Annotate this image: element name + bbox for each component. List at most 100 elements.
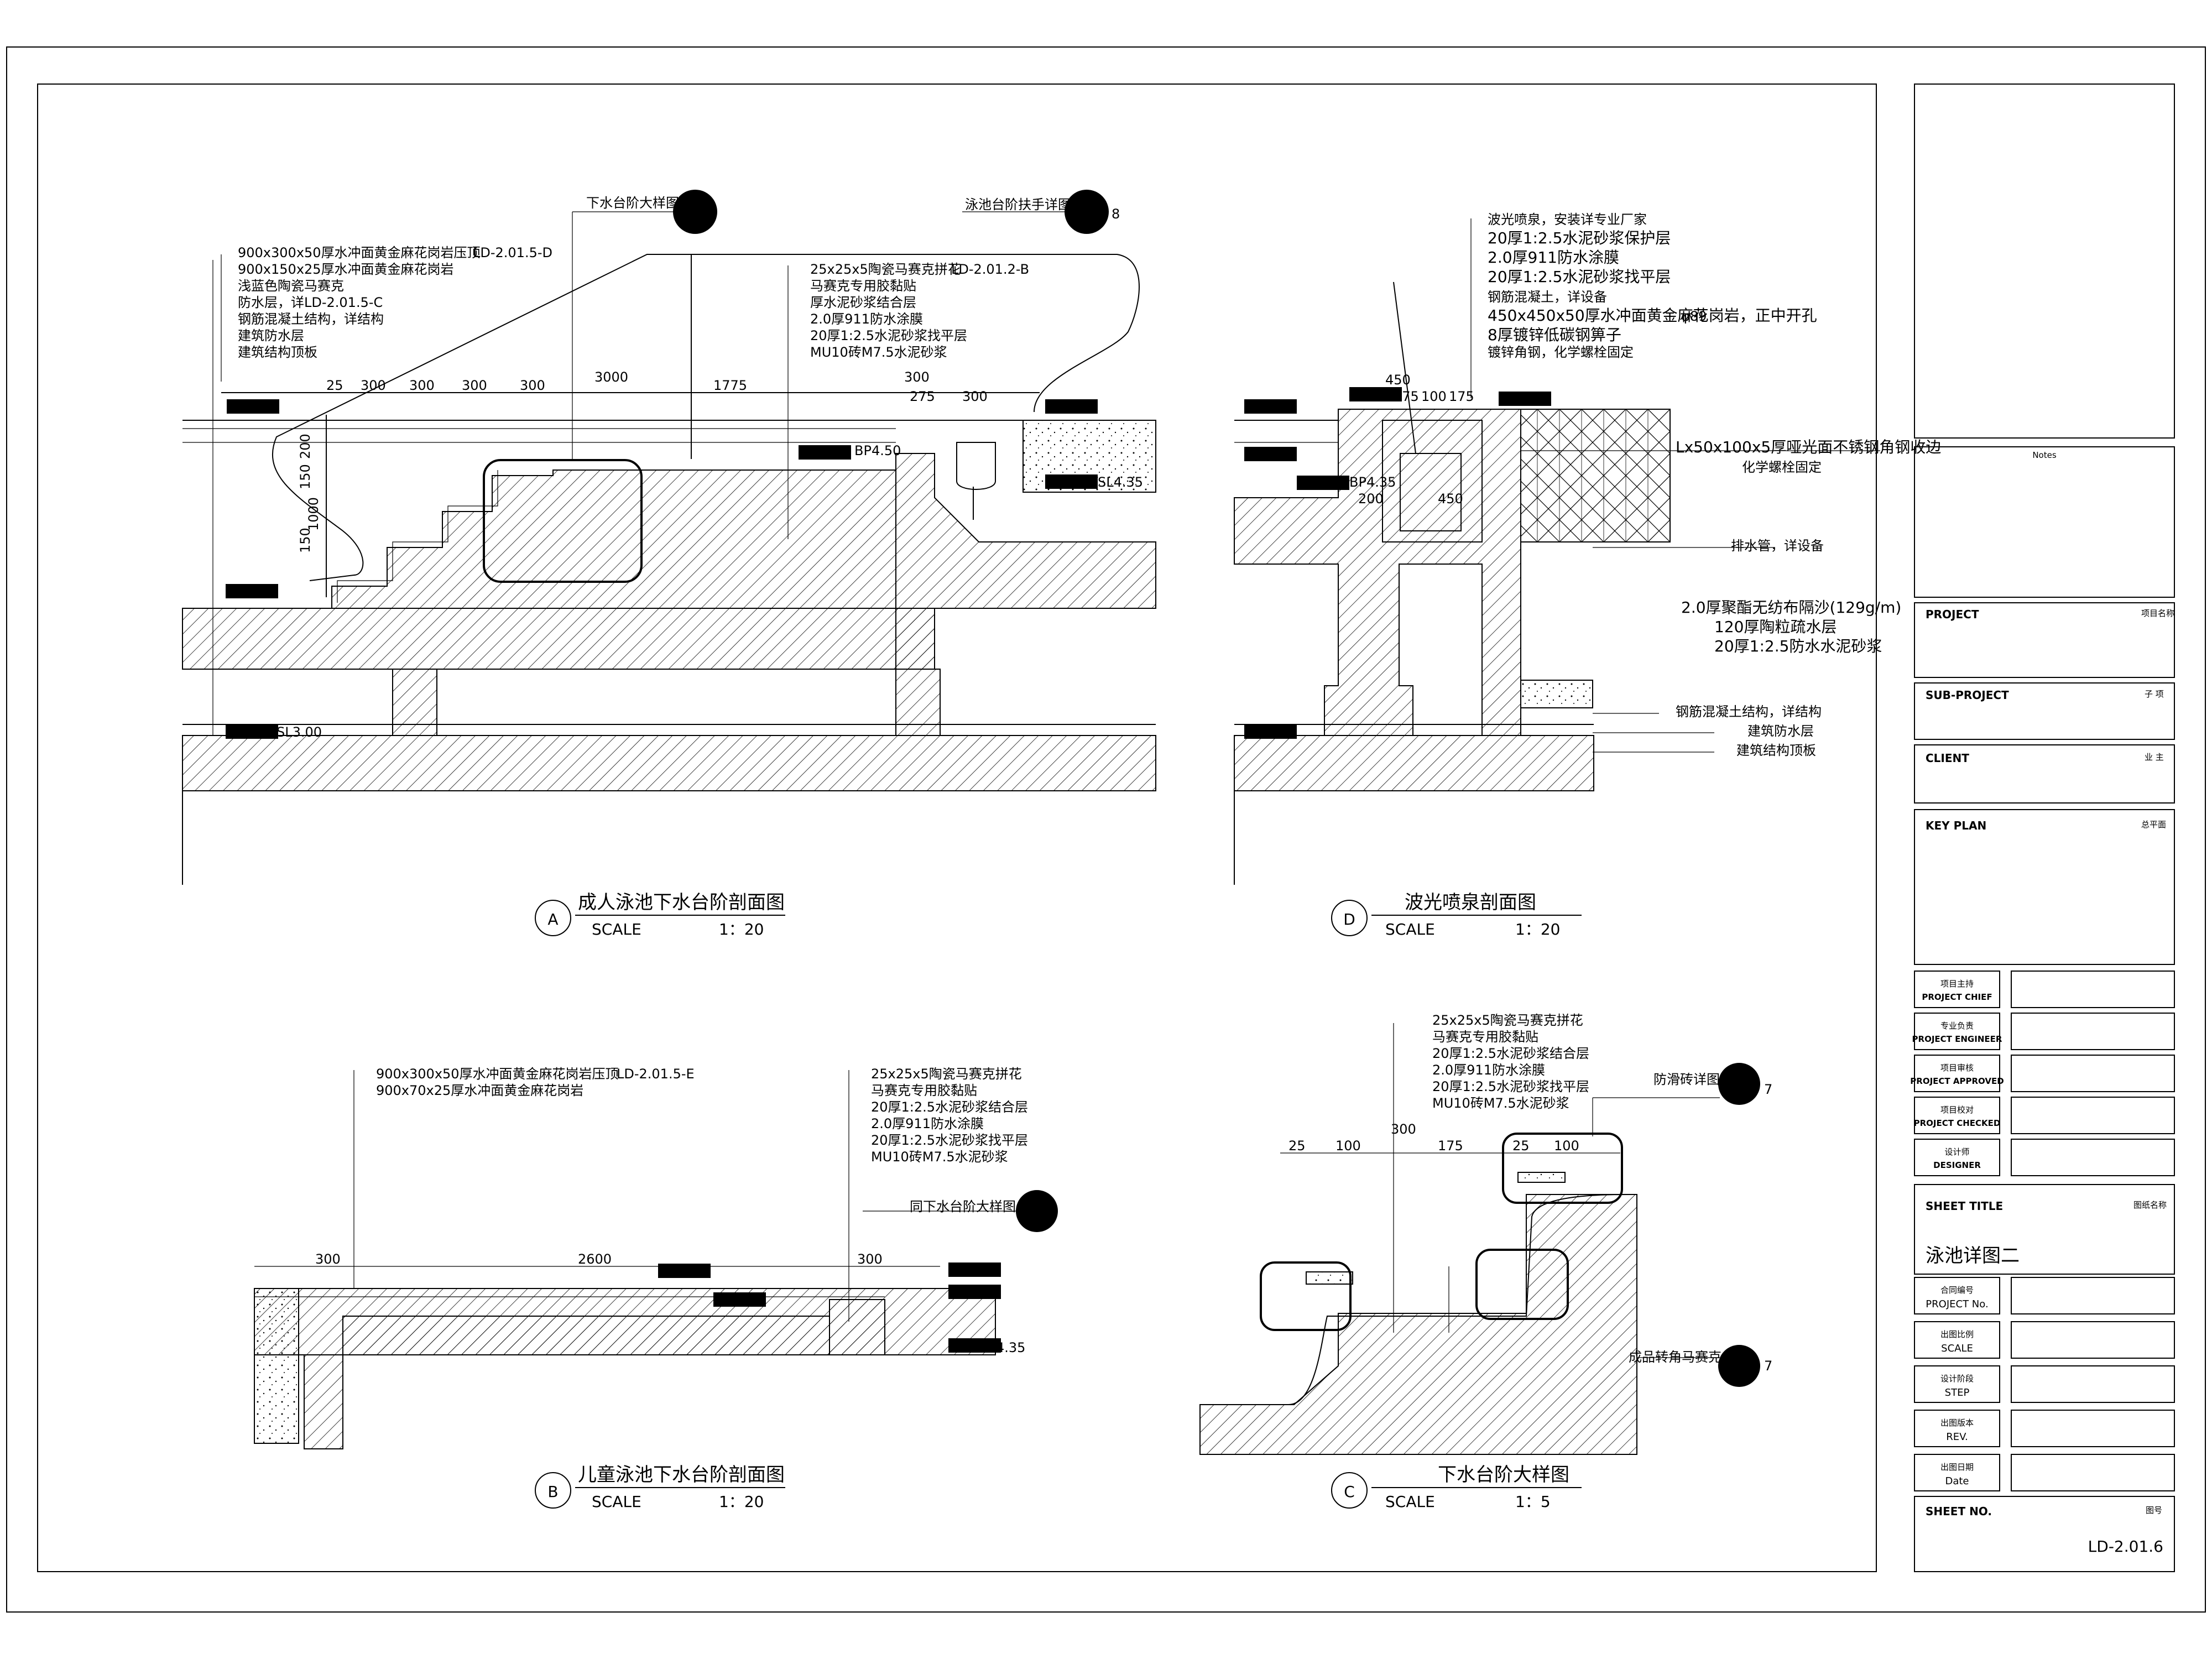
- svg-text:化学螺栓固定: 化学螺栓固定: [1742, 460, 1822, 475]
- svg-text:450: 450: [1385, 372, 1411, 388]
- svg-text:下水台阶大样图: 下水台阶大样图: [586, 195, 679, 211]
- role-rows: 项目主持 PROJECT CHIEF 专业负责 PROJECT ENGINEER…: [1910, 971, 2175, 1176]
- svg-text:PROJECT ENGINEER: PROJECT ENGINEER: [1912, 1034, 2002, 1044]
- svg-text:2.0厚911防水涂膜: 2.0厚911防水涂膜: [871, 1116, 984, 1131]
- svg-text:275: 275: [910, 389, 935, 404]
- svg-text:出图比例: 出图比例: [1940, 1329, 1974, 1339]
- view-b-title: B 儿童泳池下水台阶剖面图 SCALE 1：20: [535, 1464, 785, 1511]
- svg-text:25x25x5陶瓷马赛克拼花: 25x25x5陶瓷马赛克拼花: [1432, 1013, 1583, 1028]
- svg-text:20厚1:2.5水泥砂浆结合层: 20厚1:2.5水泥砂浆结合层: [871, 1099, 1028, 1115]
- svg-text:REV.: REV.: [1946, 1431, 1968, 1443]
- sheet-no-value: LD-2.01.6: [2088, 1537, 2163, 1556]
- svg-text:20厚1:2.5防水水泥砂浆: 20厚1:2.5防水水泥砂浆: [1714, 637, 1882, 655]
- callout-dot-a2: [1065, 190, 1109, 234]
- svg-text:儿童泳池下水台阶剖面图: 儿童泳池下水台阶剖面图: [578, 1464, 785, 1486]
- sheet-title-box: [1914, 1184, 2175, 1275]
- svg-text:马赛克专用胶黏贴: 马赛克专用胶黏贴: [810, 278, 916, 294]
- svg-text:波光喷泉，安装详专业厂家: 波光喷泉，安装详专业厂家: [1488, 212, 1647, 227]
- view-c-notes: 25x25x5陶瓷马赛克拼花 马赛克专用胶黏贴 20厚1:2.5水泥砂浆结合层 …: [1288, 1013, 1772, 1374]
- svg-text:2.0厚911防水涂膜: 2.0厚911防水涂膜: [1488, 248, 1619, 267]
- svg-text:1：20: 1：20: [1515, 920, 1560, 938]
- svg-text:出图版本: 出图版本: [1940, 1418, 1974, 1428]
- sheet-title-value: 泳池详图二: [1926, 1245, 2020, 1267]
- fountain-body-d: [1234, 409, 1521, 736]
- svg-text:25x25x5陶瓷马赛克拼花: 25x25x5陶瓷马赛克拼花: [810, 262, 961, 277]
- svg-text:合同编号: 合同编号: [1940, 1285, 1974, 1295]
- sheet-no-box: [1914, 1496, 2175, 1572]
- svg-text:泳池台阶扶手详图: 泳池台阶扶手详图: [965, 197, 1071, 212]
- step-b: [342, 1316, 830, 1355]
- svg-text:175: 175: [1394, 389, 1419, 404]
- svg-text:100: 100: [1554, 1138, 1579, 1154]
- svg-text:PROJECT CHECKED: PROJECT CHECKED: [1914, 1118, 2001, 1128]
- svg-text:马赛克专用胶黏贴: 马赛克专用胶黏贴: [1432, 1029, 1538, 1045]
- svg-text:300: 300: [520, 378, 545, 393]
- svg-text:150: 150: [298, 464, 313, 489]
- svg-text:项目主持: 项目主持: [1940, 979, 1974, 989]
- keyplan-label-cn: 总平面: [2141, 820, 2166, 830]
- roof-slab-d: [1234, 735, 1594, 791]
- detail-bubble-c2: [1475, 1249, 1569, 1320]
- svg-text:1：20: 1：20: [719, 920, 764, 938]
- svg-text:厚水泥砂浆结合层: 厚水泥砂浆结合层: [810, 295, 916, 310]
- svg-text:300: 300: [857, 1251, 883, 1267]
- svg-text:LD-2.01.5-E: LD-2.01.5-E: [617, 1066, 695, 1082]
- svg-text:900x300x50厚水冲面黄金麻花岗岩压顶: 900x300x50厚水冲面黄金麻花岗岩压顶: [238, 245, 481, 260]
- subproject-label-cn: 子 项: [2145, 689, 2164, 699]
- svg-text:150: 150: [298, 528, 313, 553]
- callout-dot-a1: [673, 190, 717, 234]
- view-a-notes: 900x300x50厚水冲面黄金麻花岗岩压顶 LD-2.01.5-D 900x1…: [238, 195, 1143, 740]
- svg-text:2.0厚聚酯无纺布隔沙(129g/m): 2.0厚聚酯无纺布隔沙(129g/m): [1681, 598, 1901, 617]
- svg-text:SCALE: SCALE: [1385, 920, 1435, 938]
- svg-text:900x300x50厚水冲面黄金麻花岗岩压顶: 900x300x50厚水冲面黄金麻花岗岩压顶: [376, 1066, 619, 1082]
- svg-text:C: C: [1344, 1483, 1355, 1501]
- svg-text:成人泳池下水台阶剖面图: 成人泳池下水台阶剖面图: [578, 891, 785, 914]
- keyplan-label: KEY PLAN: [1926, 819, 1986, 832]
- svg-text:300: 300: [1391, 1121, 1416, 1137]
- svg-text:STEP: STEP: [1945, 1387, 1970, 1399]
- svg-text:DESIGNER: DESIGNER: [1933, 1160, 1981, 1170]
- svg-text:175: 175: [1449, 389, 1474, 404]
- svg-text:PROJECT CHIEF: PROJECT CHIEF: [1922, 992, 1992, 1002]
- svg-text:450: 450: [1438, 491, 1463, 507]
- svg-text:建筑结构顶板: 建筑结构顶板: [238, 345, 317, 360]
- svg-text:MU10砖M7.5水泥砂浆: MU10砖M7.5水泥砂浆: [1432, 1095, 1569, 1111]
- svg-text:8厚镀锌低碳钢箅子: 8厚镀锌低碳钢箅子: [1488, 326, 1621, 344]
- drainage-layer-d: [1520, 409, 1671, 542]
- view-c-section: [1199, 1023, 1760, 1455]
- view-a-title: A 成人泳池下水台阶剖面图 SCALE 1：20: [535, 891, 785, 938]
- svg-text:20厚1:2.5水泥砂浆找平层: 20厚1:2.5水泥砂浆找平层: [1432, 1079, 1589, 1094]
- svg-text:2.0厚911防水涂膜: 2.0厚911防水涂膜: [810, 311, 923, 327]
- svg-text:Date: Date: [1945, 1475, 1969, 1487]
- svg-text:20厚1:2.5水泥砂浆找平层: 20厚1:2.5水泥砂浆找平层: [871, 1133, 1028, 1148]
- subproject-box: [1914, 682, 2175, 740]
- pool-floor-a: [182, 608, 935, 670]
- roof-slab-a: [182, 735, 1156, 791]
- svg-text:450x450x50厚水冲面黄金麻花岗岩，正中开孔: 450x450x50厚水冲面黄金麻花岗岩，正中开孔: [1488, 306, 1817, 325]
- svg-text:25: 25: [326, 378, 343, 393]
- client-label-cn: 业 主: [2145, 752, 2164, 762]
- svg-text:175: 175: [1438, 1138, 1463, 1154]
- svg-text:100: 100: [1421, 389, 1447, 404]
- svg-text:SL3.00: SL3.00: [276, 724, 322, 740]
- svg-text:SCALE: SCALE: [592, 1493, 641, 1511]
- svg-text:MU10砖M7.5水泥砂浆: MU10砖M7.5水泥砂浆: [871, 1149, 1008, 1165]
- svg-text:8: 8: [1112, 206, 1120, 222]
- svg-text:3000: 3000: [594, 369, 628, 385]
- project-box: [1914, 602, 2175, 678]
- view-d-notes: 波光喷泉，安装详专业厂家 20厚1:2.5水泥砂浆保护层 2.0厚911防水涂膜…: [1349, 212, 1941, 758]
- svg-text:900x150x25厚水冲面黄金麻花岗岩: 900x150x25厚水冲面黄金麻花岗岩: [238, 262, 454, 277]
- sheet-title-label-cn: 图纸名称: [2133, 1200, 2167, 1210]
- svg-text:防滑砖详图: 防滑砖详图: [1653, 1072, 1720, 1087]
- svg-text:300: 300: [904, 369, 930, 385]
- detail-bubble-a: [483, 459, 643, 583]
- svg-text:300: 300: [1358, 389, 1383, 404]
- svg-text:D: D: [1343, 910, 1355, 928]
- svg-text:900x70x25厚水冲面黄金麻花岗岩: 900x70x25厚水冲面黄金麻花岗岩: [376, 1083, 583, 1098]
- sheet-no-label-cn: 图号: [2146, 1505, 2162, 1515]
- fountain-pit-d: [1382, 420, 1483, 542]
- svg-text:20厚1:2.5水泥砂浆找平层: 20厚1:2.5水泥砂浆找平层: [1488, 268, 1671, 286]
- svg-text:7: 7: [1764, 1358, 1772, 1374]
- svg-text:25: 25: [1288, 1138, 1306, 1154]
- svg-text:SCALE: SCALE: [1385, 1493, 1435, 1511]
